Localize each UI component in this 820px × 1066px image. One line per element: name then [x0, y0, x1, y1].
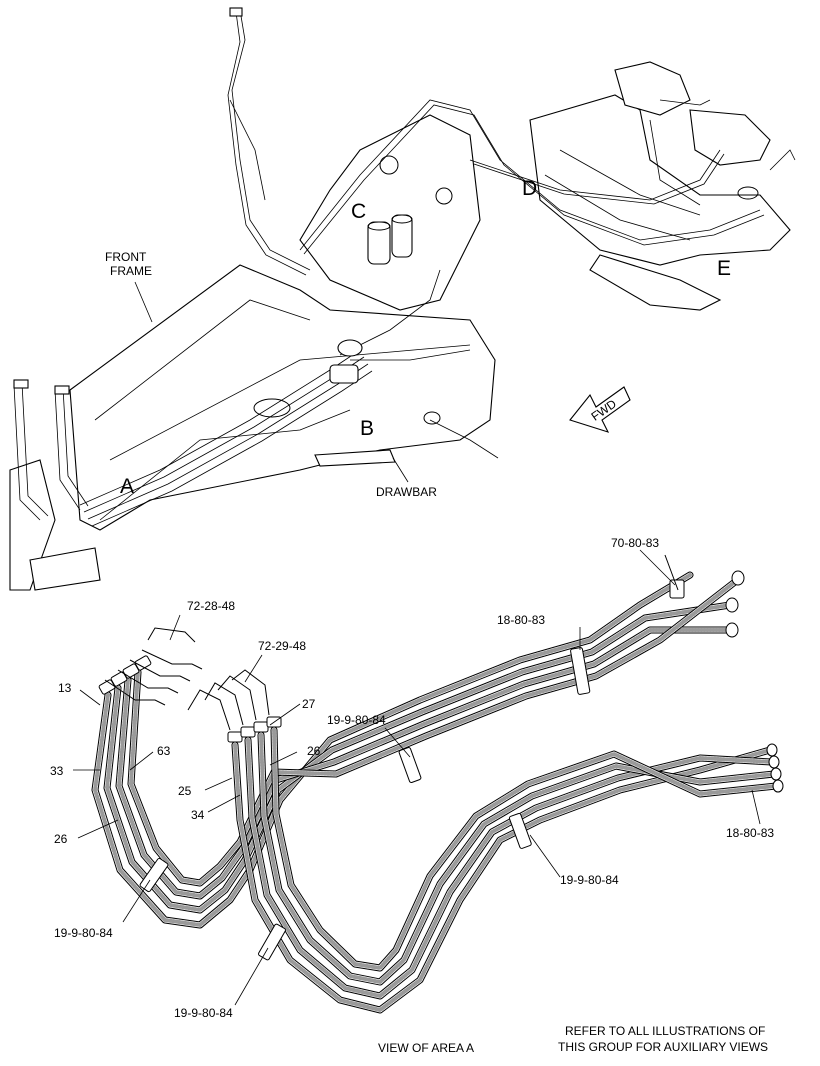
front-frame-label-2: FRAME — [110, 264, 152, 278]
callout-70-80-83: 70-80-83 — [611, 536, 659, 550]
callout-13: 13 — [58, 681, 72, 695]
callout-18-80-83-right: 18-80-83 — [726, 826, 774, 840]
footer-note: REFER TO ALL ILLUSTRATIONS OF THIS GROUP… — [558, 1024, 768, 1054]
callout-33: 33 — [50, 764, 64, 778]
callout-19-9-80-84-top: 19-9-80-84 — [327, 713, 386, 727]
note-line-2: THIS GROUP FOR AUXILIARY VIEWS — [558, 1040, 768, 1054]
view-label: VIEW OF AREA A — [378, 1041, 474, 1055]
right-hose-bundle — [231, 726, 780, 1014]
callout-34: 34 — [191, 808, 205, 822]
leader-lines — [73, 549, 761, 1006]
overview-hoses — [13, 7, 796, 527]
left-hose-bundle — [91, 571, 744, 929]
drawbar-label: DRAWBAR — [376, 485, 437, 499]
callout-25: 25 — [178, 784, 192, 798]
detail-view-area-a: 72-28-48 72-29-48 13 27 63 26 33 25 34 2… — [50, 536, 784, 1055]
center-section — [299, 114, 481, 311]
front-frame — [9, 264, 496, 591]
callout-26-left: 26 — [54, 832, 68, 846]
machine-overview: FWD A B C D E FRONT FRAME DRAWBAR — [9, 7, 796, 591]
callout-27: 27 — [302, 697, 316, 711]
callout-72-28-48: 72-28-48 — [187, 599, 235, 613]
callout-19-9-80-84-right: 19-9-80-84 — [560, 873, 619, 887]
hose-fittings — [98, 554, 784, 961]
callout-72-29-48: 72-29-48 — [258, 639, 306, 653]
callout-63: 63 — [157, 744, 171, 758]
area-label-d: D — [522, 177, 537, 200]
rear-frame — [529, 61, 791, 311]
area-label-c: C — [351, 200, 366, 223]
callout-26-right: 26 — [307, 744, 321, 758]
callout-19-9-80-84-left: 19-9-80-84 — [54, 926, 113, 940]
front-frame-label-1: FRONT — [105, 250, 147, 264]
area-label-b: B — [360, 417, 374, 440]
area-label-a: A — [120, 475, 134, 498]
fwd-arrow: FWD — [569, 386, 631, 433]
callout-18-80-83-top: 18-80-83 — [497, 613, 545, 627]
note-line-1: REFER TO ALL ILLUSTRATIONS OF — [565, 1024, 765, 1038]
callout-19-9-80-84-bottom: 19-9-80-84 — [174, 1006, 233, 1020]
area-label-e: E — [717, 257, 731, 280]
